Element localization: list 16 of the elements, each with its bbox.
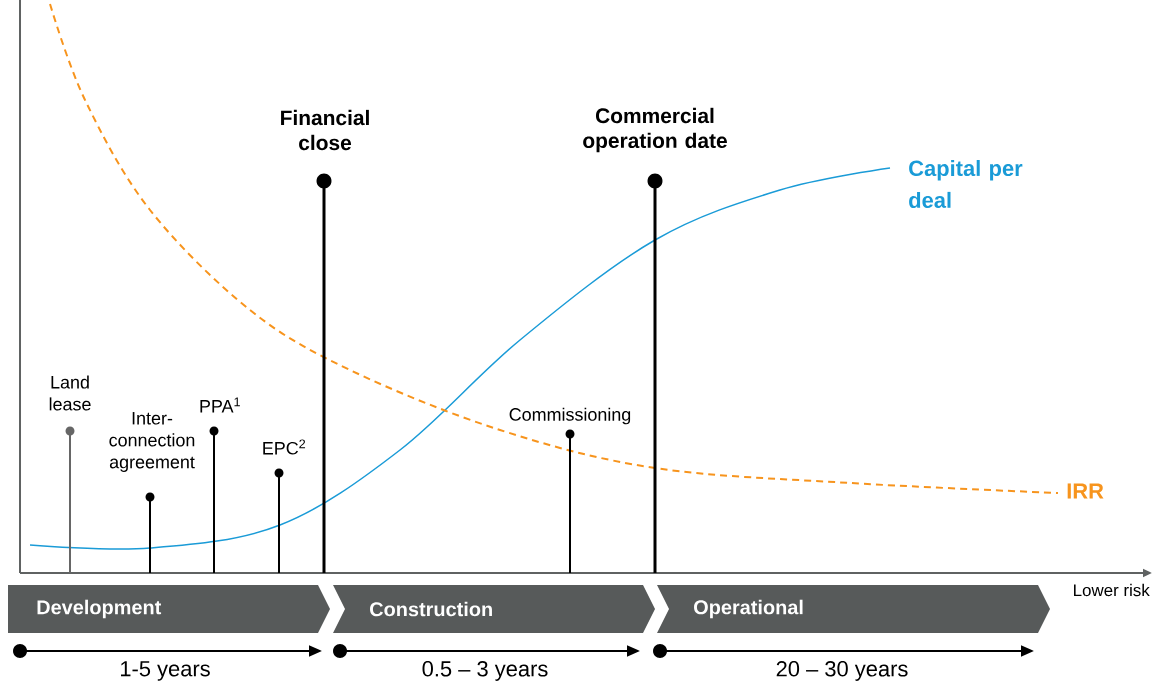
milestone-label: EPC$^{2}$ <box>263 439 306 455</box>
curve-label: IRR <box>1067 483 1104 499</box>
milestone-label: PPA$^{1}$ <box>200 397 240 413</box>
duration-label: 0.5 – 3 years <box>422 661 548 681</box>
phase-band: Operational <box>657 585 1050 633</box>
milestone-label: Financial close <box>281 109 369 151</box>
duration-label: 20 – 30 years <box>776 661 908 681</box>
duration-label: 1-5 years <box>121 661 210 681</box>
milestone-label: Inter-connection agreement <box>109 412 195 472</box>
phase-band: Development <box>8 585 330 633</box>
curve-label: Capital per deal <box>909 160 1023 208</box>
axis-label: Lower risk <box>1074 583 1150 597</box>
phase-band: Construction <box>333 585 655 633</box>
milestone-label: Commercial operation date <box>583 107 727 153</box>
milestone-label: Commissioning <box>509 407 631 425</box>
milestone-label: Land lease <box>49 375 91 411</box>
